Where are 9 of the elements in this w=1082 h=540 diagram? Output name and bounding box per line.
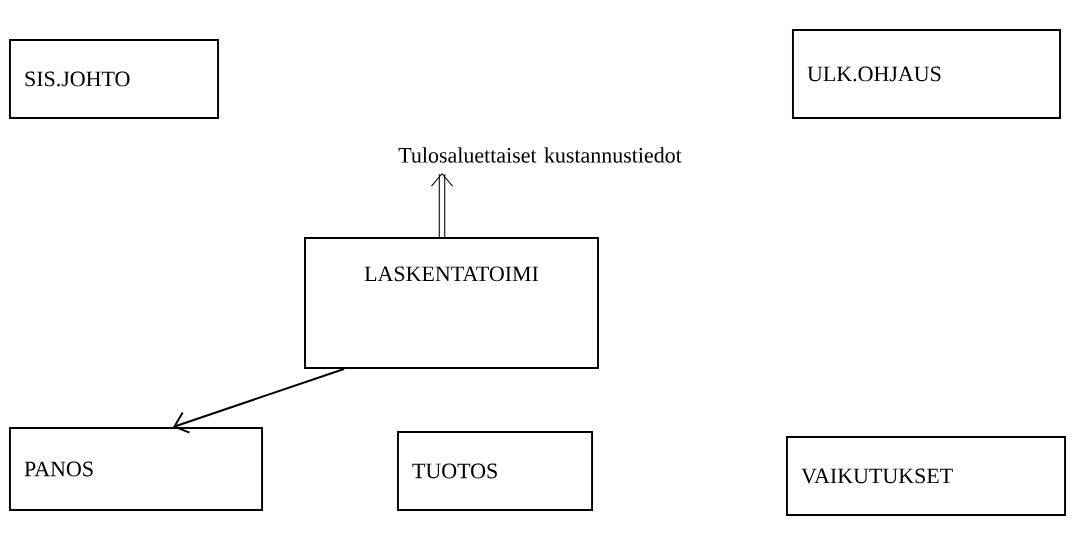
process-box: ULK.OHJAUS [791, 29, 1062, 119]
arrow [173, 368, 345, 434]
process-box: VAIKUTUKSET [785, 436, 1067, 516]
process-box: SIS.JOHTO [9, 39, 220, 119]
process-box: LASKENTATOIMI [304, 237, 599, 369]
caption-text: Tulosaluettaiset kustannustiedot [398, 147, 682, 163]
process-box: TUOTOS [396, 431, 594, 511]
arrow [430, 172, 454, 237]
process-box: PANOS [9, 427, 264, 511]
